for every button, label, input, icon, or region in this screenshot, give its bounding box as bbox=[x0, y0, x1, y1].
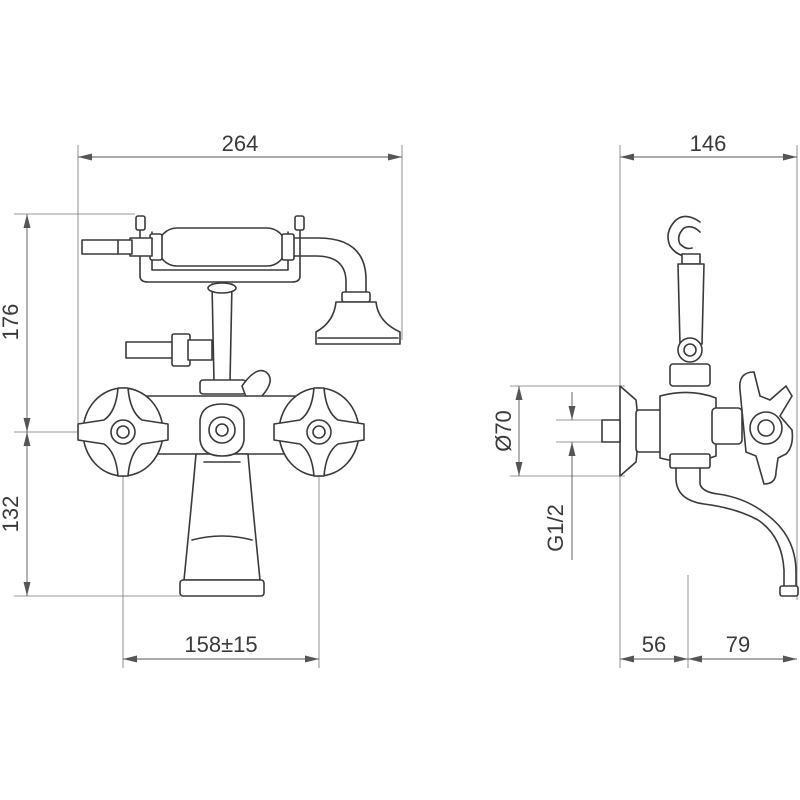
side-view: 146 Ø70 G1/2 56 79 bbox=[491, 131, 799, 668]
body-side bbox=[635, 391, 743, 469]
handshower-head bbox=[293, 237, 401, 345]
dimension-total-width: 264 bbox=[78, 131, 402, 161]
dim-label-inlet-spacing: 158±15 bbox=[184, 632, 257, 657]
hose-outlet bbox=[125, 333, 213, 367]
dimension-axis-to-spout: 79 bbox=[688, 632, 797, 663]
center-valve bbox=[199, 403, 245, 457]
spout bbox=[675, 467, 799, 597]
right-valve bbox=[273, 387, 365, 477]
dim-label-wall-to-axis: 56 bbox=[642, 632, 666, 657]
dim-label-flange-diameter: Ø70 bbox=[491, 410, 516, 452]
wall-flange bbox=[601, 385, 639, 477]
handshower-handle bbox=[81, 227, 295, 267]
dimension-upper-height: 176 bbox=[0, 214, 31, 432]
handshower-hook bbox=[667, 215, 711, 387]
dimension-lower-height: 132 bbox=[0, 432, 31, 596]
dimension-flange-diameter: Ø70 bbox=[491, 386, 523, 476]
dim-label-lower-height: 132 bbox=[0, 496, 23, 533]
dimension-thread: G1/2 bbox=[543, 392, 576, 560]
front-view: 264 176 132 158±15 bbox=[0, 131, 403, 668]
dim-label-thread: G1/2 bbox=[543, 504, 568, 552]
cross-handle-side bbox=[738, 371, 794, 485]
diverter-riser bbox=[199, 282, 271, 409]
dimension-inlet-spacing: 158±15 bbox=[123, 632, 319, 663]
dimension-total-depth: 146 bbox=[620, 131, 797, 161]
left-valve bbox=[77, 387, 169, 477]
dim-label-total-depth: 146 bbox=[690, 131, 727, 156]
dim-label-total-width: 264 bbox=[222, 131, 259, 156]
dimension-wall-to-axis: 56 bbox=[620, 632, 688, 663]
dim-label-axis-to-spout: 79 bbox=[726, 632, 750, 657]
dim-label-upper-height: 176 bbox=[0, 304, 23, 341]
